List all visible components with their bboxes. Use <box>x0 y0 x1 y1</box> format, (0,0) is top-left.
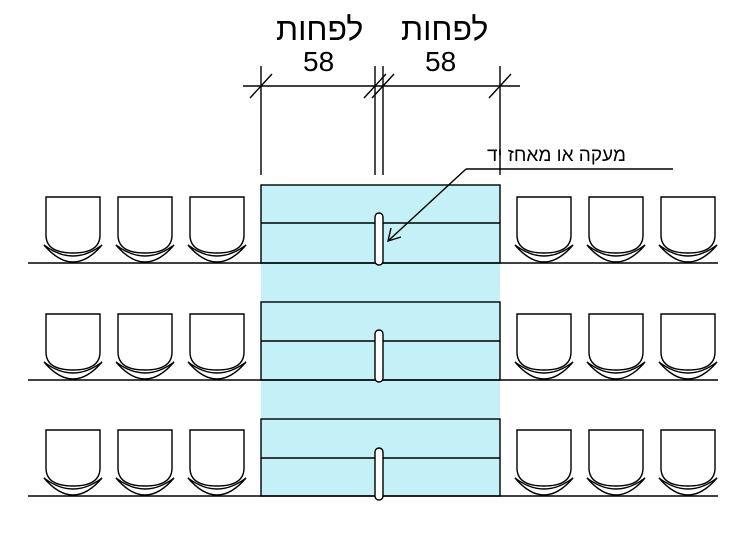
seat-right-row-1-1 <box>514 196 574 263</box>
seat-left-row-1-1 <box>43 196 103 263</box>
seat-body <box>117 429 173 487</box>
seat-body <box>189 429 245 487</box>
seat-body <box>45 313 101 371</box>
tick-center-a <box>363 73 387 99</box>
seat-body <box>516 429 572 487</box>
handrail-post-row-2 <box>374 329 384 383</box>
seat-right-row-3-3 <box>658 429 718 496</box>
seat-front-edge <box>514 477 574 496</box>
seat-right-row-1-2 <box>586 196 646 263</box>
handrail-post-row-3 <box>374 447 384 501</box>
seat-body <box>588 313 644 371</box>
handrail-post-row-1 <box>374 212 384 266</box>
seat-body <box>660 196 716 254</box>
seat-left-row-2-2 <box>115 313 175 380</box>
tick-right <box>488 73 512 99</box>
seat-front-edge <box>658 244 718 263</box>
handrail <box>374 66 384 501</box>
seats <box>43 196 718 496</box>
seat-right-row-2-3 <box>658 313 718 380</box>
seat-front-edge <box>514 361 574 380</box>
seat-front-edge <box>115 477 175 496</box>
seat-body <box>189 313 245 371</box>
seat-body <box>516 196 572 254</box>
seat-front-edge <box>43 361 103 380</box>
handrail-note: מעקה או מאחז יד <box>487 145 626 166</box>
seat-body <box>45 429 101 487</box>
seat-front-edge <box>658 477 718 496</box>
floor-lines <box>28 262 718 497</box>
dimension-value-right: 58 <box>425 46 457 77</box>
seat-front-edge <box>658 361 718 380</box>
seat-body <box>117 196 173 254</box>
seat-body <box>45 196 101 254</box>
seat-right-row-3-1 <box>514 429 574 496</box>
seat-right-row-2-2 <box>586 313 646 380</box>
tick-center-b <box>371 73 395 99</box>
seat-front-edge <box>187 477 247 496</box>
seat-body <box>117 313 173 371</box>
seat-front-edge <box>43 244 103 263</box>
seat-left-row-1-2 <box>115 196 175 263</box>
seat-front-edge <box>43 477 103 496</box>
seat-body <box>516 313 572 371</box>
seat-left-row-2-1 <box>43 313 103 380</box>
seat-left-row-3-2 <box>115 429 175 496</box>
seat-left-row-1-3 <box>187 196 247 263</box>
seat-front-edge <box>586 361 646 380</box>
seat-right-row-2-1 <box>514 313 574 380</box>
seat-right-row-3-2 <box>586 429 646 496</box>
dimension-value-left: 58 <box>303 46 335 77</box>
leader-arrowhead <box>387 227 402 243</box>
seat-front-edge <box>586 244 646 263</box>
min-label-right: לפחות <box>401 11 489 47</box>
seat-left-row-2-3 <box>187 313 247 380</box>
seat-left-row-3-3 <box>187 429 247 496</box>
min-label-left: לפחות <box>276 11 364 47</box>
seat-front-edge <box>187 361 247 380</box>
tick-left <box>249 73 273 99</box>
seat-front-edge <box>514 244 574 263</box>
seat-left-row-3-1 <box>43 429 103 496</box>
note-leader <box>387 168 673 243</box>
leader-line <box>387 168 467 242</box>
seat-front-edge <box>115 361 175 380</box>
seat-body <box>660 313 716 371</box>
dimension-lines <box>243 66 520 175</box>
seat-body <box>588 429 644 487</box>
seat-front-edge <box>115 244 175 263</box>
seat-body <box>189 196 245 254</box>
seat-body <box>660 429 716 487</box>
seat-front-edge <box>187 244 247 263</box>
seat-body <box>588 196 644 254</box>
seat-front-edge <box>586 477 646 496</box>
seat-right-row-1-3 <box>658 196 718 263</box>
